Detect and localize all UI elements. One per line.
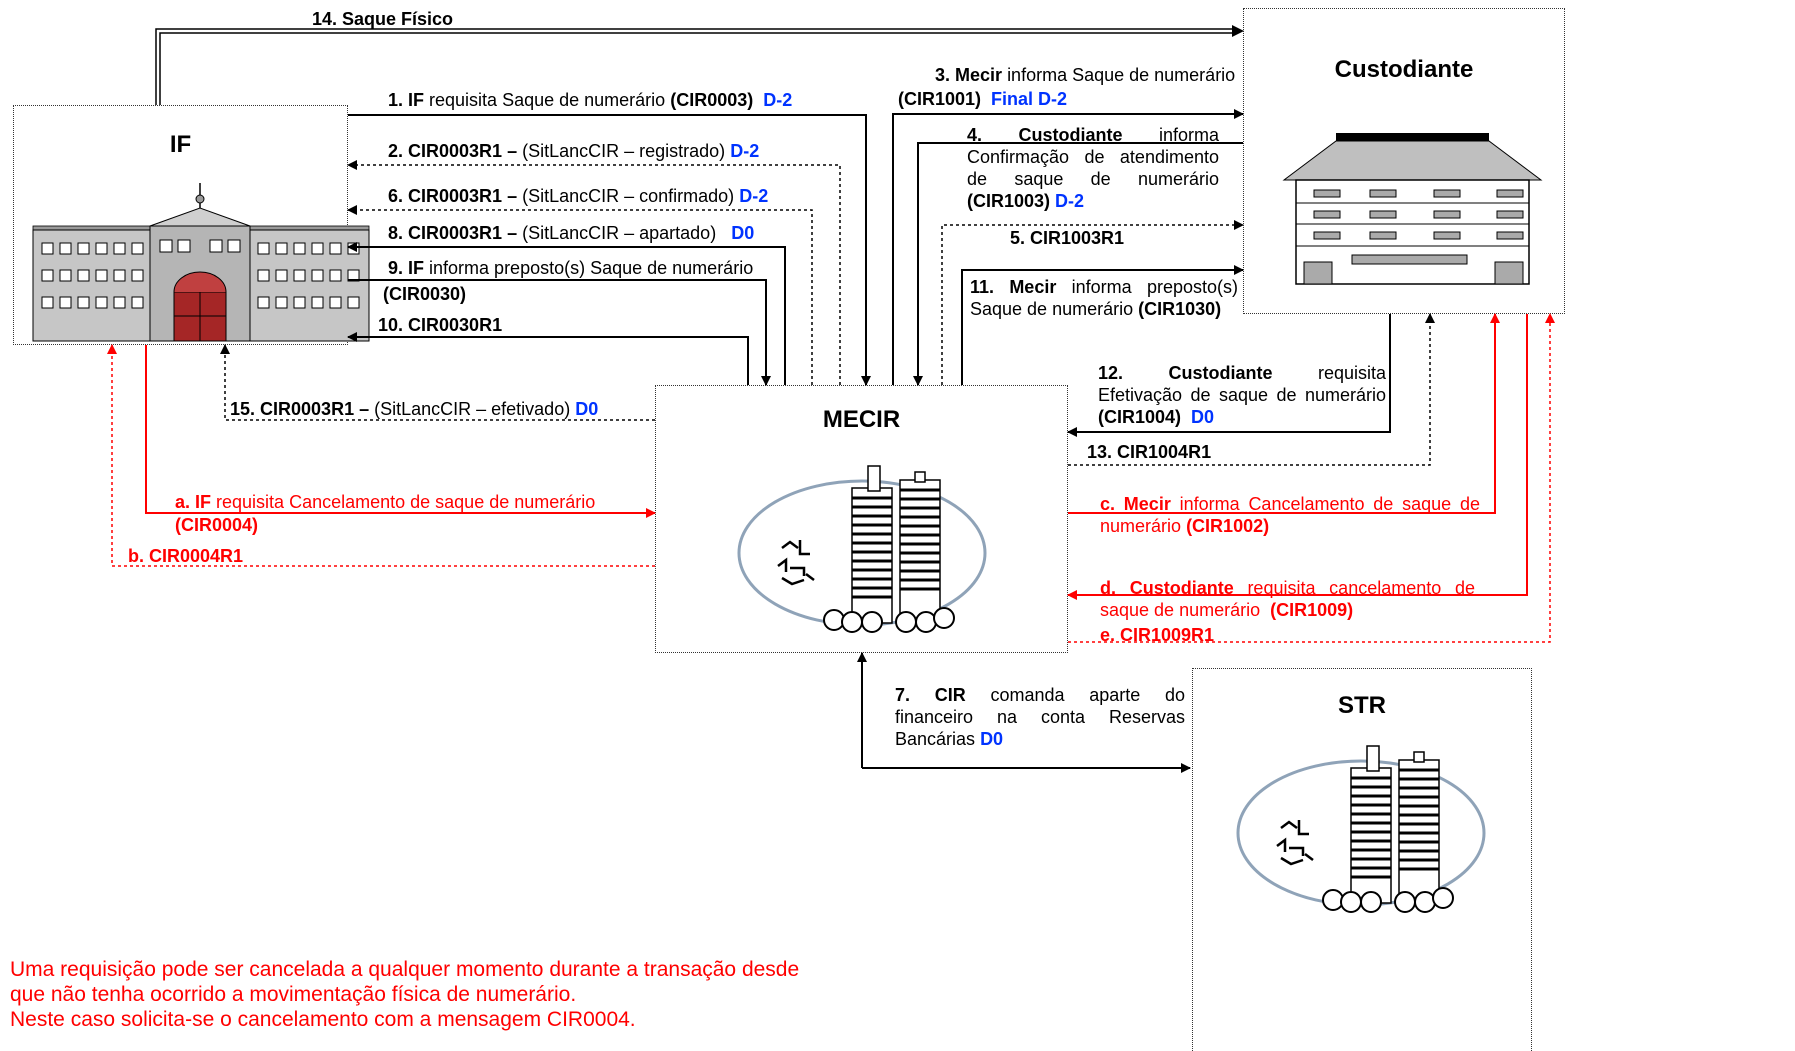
flow-9-code: (CIR0030) <box>383 283 466 305</box>
flow-a-code: (CIR0004) <box>175 514 258 536</box>
flow-8-label: 8. CIR0003R1 – (SitLancCIR – apartado) D… <box>388 222 754 244</box>
flow-5-label: 5. CIR1003R1 <box>1010 227 1124 249</box>
flow-1-label: 1. IF requisita Saque de numerário (CIR0… <box>388 89 792 111</box>
flow-15-label: 15. CIR0003R1 – (SitLancCIR – efetivado)… <box>230 398 598 420</box>
flow-7-label: 7. CIR comanda aparte do financeiro na c… <box>895 684 1185 750</box>
if-building-icon <box>33 183 369 341</box>
flow-b-label: b. CIR0004R1 <box>128 545 243 567</box>
flow-11-label: 11. Mecir informa preposto(s) Saque de n… <box>970 276 1238 320</box>
flow-c-label: c. Mecir informa Cancelamento de saque d… <box>1100 493 1480 537</box>
flow-4-label: 4. Custodiante informa Confirmação de at… <box>967 124 1219 212</box>
flow-10-label: 10. CIR0030R1 <box>378 314 502 336</box>
flow-a-label: a. IF requisita Cancelamento de saque de… <box>175 491 595 513</box>
flow-e-label: e. CIR1009R1 <box>1100 624 1214 646</box>
flow-3-label: 3. Mecir informa Saque de numerário <box>935 64 1235 86</box>
flow-2-label: 2. CIR0003R1 – (SitLancCIR – registrado)… <box>388 140 759 162</box>
flow-13-label: 13. CIR1004R1 <box>1087 441 1211 463</box>
flow-d-label: d. Custodiante requisita cancelamento de… <box>1100 577 1475 621</box>
flow-6-label: 6. CIR0003R1 – (SitLancCIR – confirmado)… <box>388 185 768 207</box>
flow-a-line <box>146 345 655 513</box>
flow-14-label: 14. Saque Físico <box>312 8 453 30</box>
flow-10-line <box>348 337 748 385</box>
str-logo-icon <box>1238 746 1484 912</box>
flow-3-code: (CIR1001) Final D-2 <box>898 88 1067 110</box>
flow-9-label: 9. IF informa preposto(s) Saque de numer… <box>388 257 753 279</box>
note-line-2: que não tenha ocorrido a movimentação fí… <box>10 982 799 1007</box>
note-line-3: Neste caso solicita-se o cancelamento co… <box>10 1007 799 1032</box>
custodiante-building-icon <box>1284 133 1541 284</box>
mecir-logo-icon <box>739 466 985 632</box>
cancellation-note: Uma requisição pode ser cancelada a qual… <box>10 957 799 1032</box>
note-line-1: Uma requisição pode ser cancelada a qual… <box>10 957 799 982</box>
flow-12-label: 12. Custodiante requisita Efetivação de … <box>1098 362 1386 428</box>
